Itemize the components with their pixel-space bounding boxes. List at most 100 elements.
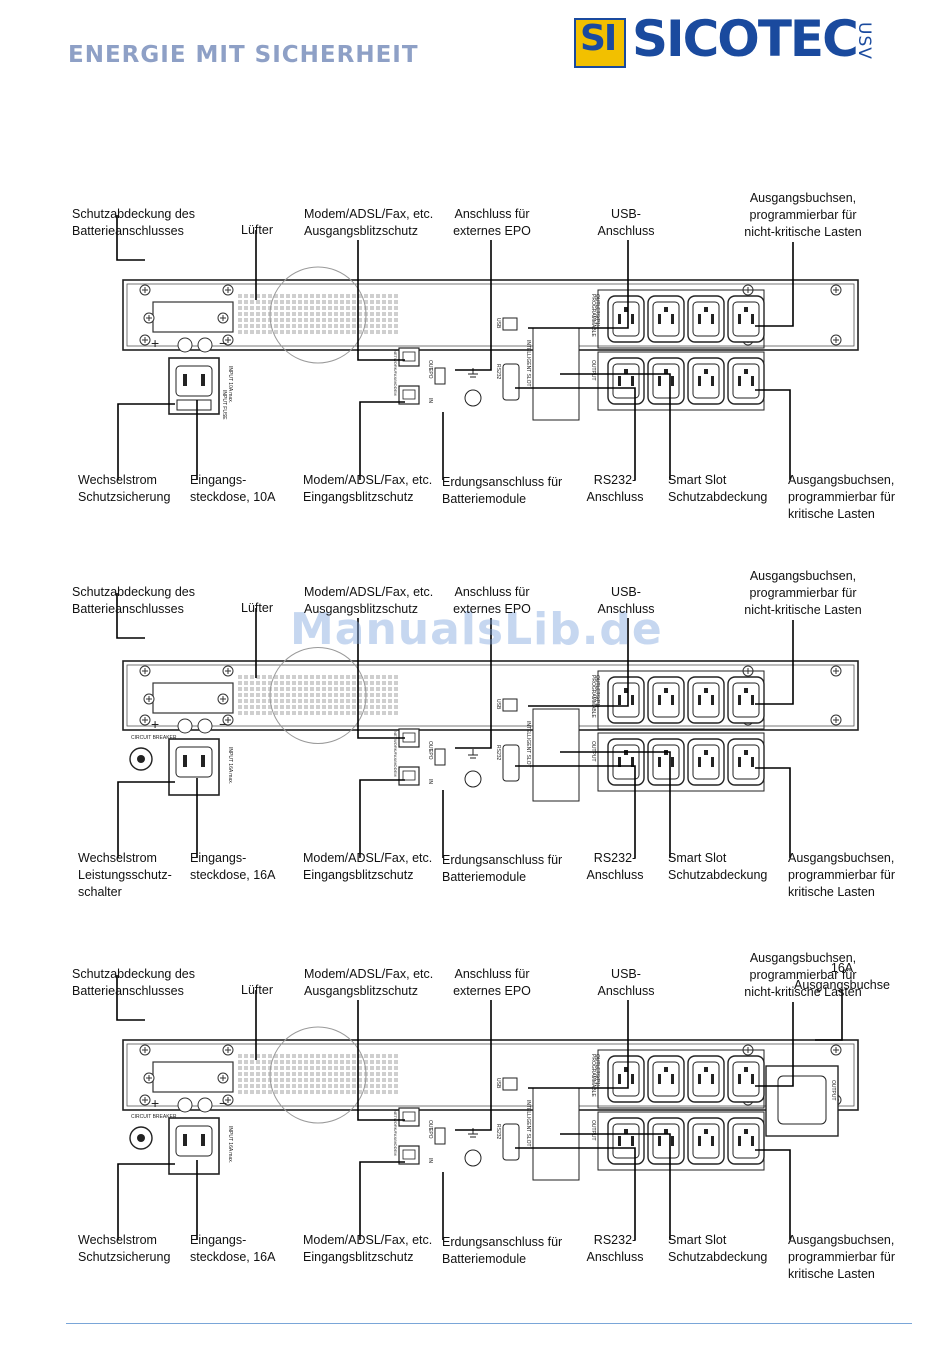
fan-hole xyxy=(346,318,350,322)
outlet-face xyxy=(692,744,720,780)
leader-breaker xyxy=(117,403,175,480)
outlet-pin xyxy=(711,695,714,705)
outlet-pin xyxy=(738,695,741,705)
net-out-text: OUT xyxy=(427,741,433,752)
fan-hole xyxy=(328,681,332,685)
fan-hole xyxy=(316,1072,320,1076)
rj45-port-icon xyxy=(398,1145,420,1165)
fan-hole xyxy=(388,705,392,709)
usb-text: USB xyxy=(495,318,501,329)
fan-hole xyxy=(322,681,326,685)
fan-hole xyxy=(244,711,248,715)
rs232-port-icon xyxy=(502,744,520,782)
fan-hole xyxy=(322,705,326,709)
fan-hole xyxy=(352,1072,356,1076)
fan-hole xyxy=(352,1084,356,1088)
fan-hole xyxy=(310,318,314,322)
label-modem-out-line: Ausgangsblitzschutz xyxy=(304,224,418,238)
fan-hole xyxy=(274,294,278,298)
input-socket-face xyxy=(175,365,213,397)
outlet-icon xyxy=(687,738,725,786)
fan-hole xyxy=(262,711,266,715)
fan-hole xyxy=(310,1078,314,1082)
label-epo-line: Anschluss für xyxy=(454,207,530,221)
outlet-pin xyxy=(658,695,661,705)
fan-hole xyxy=(280,687,284,691)
fan-hole xyxy=(298,1078,302,1082)
fan-hole xyxy=(262,699,266,703)
net-text: NETWORK/FAX/MODEM xyxy=(393,1110,398,1156)
fan-hole xyxy=(238,300,242,304)
fan-hole xyxy=(250,1084,254,1088)
label-fan-line: Lüfter xyxy=(241,601,273,615)
fan-hole xyxy=(262,1066,266,1070)
fan-hole xyxy=(322,675,326,679)
fan-hole xyxy=(340,699,344,703)
leader-epo xyxy=(455,618,492,749)
leader-epo xyxy=(455,1000,492,1131)
fan-hole xyxy=(244,687,248,691)
fan-hole xyxy=(328,306,332,310)
fan-hole xyxy=(304,330,308,334)
fan-hole xyxy=(238,675,242,679)
fan-hole xyxy=(382,330,386,334)
fan-hole xyxy=(364,675,368,679)
fan-hole xyxy=(304,324,308,328)
fan-hole xyxy=(256,324,260,328)
fan-hole xyxy=(310,300,314,304)
rj45-slot xyxy=(402,1111,416,1122)
fan-hole xyxy=(244,1054,248,1058)
fan-hole xyxy=(346,705,350,709)
input-pin xyxy=(183,1134,187,1146)
fan-hole xyxy=(316,1054,320,1058)
fan-hole xyxy=(394,1090,398,1094)
leader-breaker xyxy=(117,1163,175,1240)
fan-hole xyxy=(358,330,362,334)
label-out16-line: Ausgangsbuchse xyxy=(794,978,890,992)
outlets-text: OUTLETS(P1) xyxy=(594,294,600,327)
outlet-icon xyxy=(727,1055,765,1103)
fan-hole xyxy=(316,306,320,310)
fan-hole xyxy=(310,1090,314,1094)
fan-hole xyxy=(364,300,368,304)
fan-hole xyxy=(250,1090,254,1094)
outlet-pin xyxy=(618,376,621,386)
fan-hole xyxy=(358,705,362,709)
label-usb: USB-Anschluss xyxy=(598,584,655,618)
fan-hole xyxy=(376,294,380,298)
fan-hole xyxy=(256,1066,260,1070)
rj45-slot xyxy=(402,770,416,781)
ground-symbol-icon xyxy=(468,368,478,378)
leader-critical xyxy=(755,389,791,480)
fan-hole xyxy=(274,330,278,334)
fan-hole xyxy=(376,1072,380,1076)
outlet-pin xyxy=(631,1136,634,1146)
fan-hole xyxy=(352,1090,356,1094)
fan-hole xyxy=(382,711,386,715)
outlet-icon xyxy=(687,676,725,724)
label-battery-cover-line: Schutzabdeckung des xyxy=(72,585,196,599)
fan-hole xyxy=(304,1090,308,1094)
logo-badge-text: SI xyxy=(580,18,617,59)
fan-hole xyxy=(340,324,344,328)
fan-hole xyxy=(328,1084,332,1088)
fan-icon xyxy=(269,647,367,744)
fan-hole xyxy=(328,1054,332,1058)
outlet-pin xyxy=(631,1074,634,1084)
fan-hole xyxy=(388,1072,392,1076)
fan-hole xyxy=(358,312,362,316)
label-epo-line: externes EPO xyxy=(453,602,531,616)
fan-hole xyxy=(394,312,398,316)
fan-hole xyxy=(328,330,332,334)
fan-hole xyxy=(376,1054,380,1058)
outlet-pin xyxy=(751,1074,754,1084)
ground-screw-icon xyxy=(464,389,482,407)
label-modem-out-line: Modem/ADSL/Fax, etc. xyxy=(304,585,434,599)
outlet-pin xyxy=(664,369,668,374)
fan-hole xyxy=(250,1072,254,1076)
fan-hole xyxy=(292,699,296,703)
fan-hole xyxy=(376,324,380,328)
fan-hole xyxy=(322,711,326,715)
